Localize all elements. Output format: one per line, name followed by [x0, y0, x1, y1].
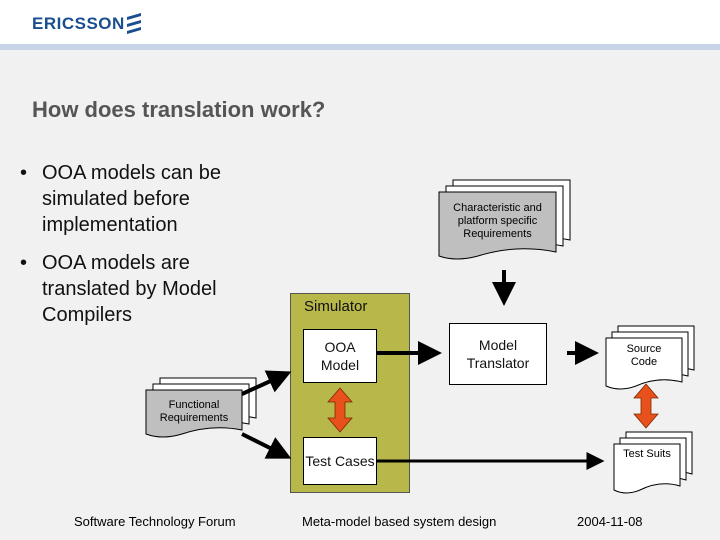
slide-title: How does translation work? [32, 97, 326, 122]
functional-doc-stack [145, 377, 257, 438]
ooa-model-box: OOA Model [303, 329, 377, 383]
bullet-item: • OOA models are translated by Model Com… [20, 250, 280, 328]
footer-date: 2004-11-08 [577, 514, 643, 529]
source-code-doc-stack [605, 325, 695, 390]
bullet-symbol: • [20, 252, 28, 274]
ericsson-logo-icon [127, 13, 141, 34]
footer-center: Meta-model based system design [302, 514, 497, 529]
double-arrow-ooa-test [327, 387, 353, 433]
ericsson-logo-text: ERICSSON [32, 14, 125, 33]
test-cases-box: Test Cases [303, 437, 377, 485]
functional-doc-label: Functional Requirements [159, 399, 229, 424]
bullet-symbol: • [20, 162, 28, 184]
arrow-functional-to-ooa [241, 370, 292, 396]
header-rule [0, 44, 720, 50]
model-translator-box: Model Translator [449, 323, 547, 385]
bullet-list: • OOA models can be simulated before imp… [20, 160, 280, 340]
double-arrow-source-suits [633, 383, 659, 429]
characteristic-doc-stack [438, 179, 571, 260]
bullet-text: OOA models can be simulated before imple… [42, 162, 221, 236]
bullet-text: OOA models are translated by Model Compi… [42, 252, 217, 326]
test-suits-label: Test Suits [623, 448, 671, 460]
footer-left: Software Technology Forum [74, 514, 236, 529]
source-code-label: Source Code [626, 343, 662, 368]
arrow-functional-to-test [241, 432, 292, 459]
simulator-label: Simulator [304, 298, 368, 315]
test-suits-doc-stack [613, 431, 693, 494]
characteristic-doc-label: Characteristic and platform specific Req… [453, 202, 542, 240]
bullet-item: • OOA models can be simulated before imp… [20, 160, 280, 238]
